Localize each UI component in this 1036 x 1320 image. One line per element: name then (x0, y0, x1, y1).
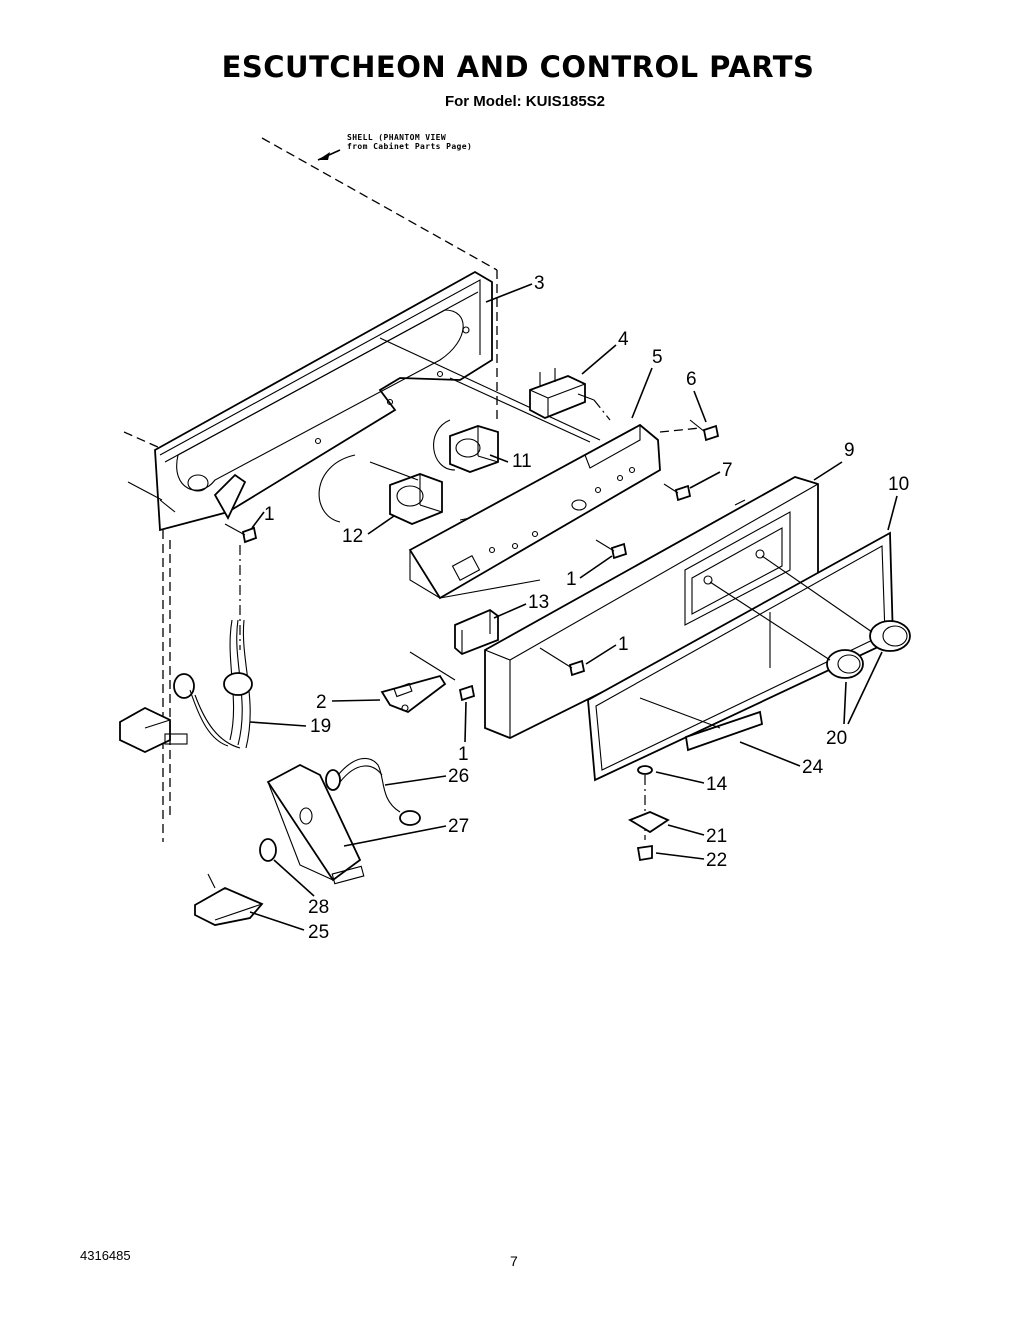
callout-24: 24 (802, 757, 824, 778)
callout-11: 11 (512, 451, 532, 472)
callout-22: 22 (706, 850, 727, 871)
callout-3: 3 (534, 273, 545, 294)
shell-note-line-1: SHELL (PHANTOM VIEW (347, 133, 447, 142)
callout-1-back-panel: 1 (264, 504, 275, 525)
callout-12: 12 (342, 526, 363, 547)
callout-13: 13 (528, 592, 549, 613)
shell-phantom-outline (123, 137, 498, 842)
part-20-knobs (709, 555, 911, 679)
part-11-timer (433, 419, 499, 473)
part-4-switch (529, 368, 611, 421)
part-19-wire-harness (119, 545, 253, 753)
page-number: 7 (510, 1253, 518, 1269)
part-26-lamp-cord (325, 757, 421, 826)
part-5-control-bracket (408, 423, 661, 600)
callout-27: 27 (448, 816, 469, 837)
callout-9: 9 (844, 440, 855, 461)
callout-1-escutcheon: 1 (618, 634, 629, 655)
model-subtitle: For Model: KUIS185S2 (444, 93, 606, 110)
callout-19: 19 (310, 716, 331, 737)
document-number: 4316485 (80, 1248, 131, 1263)
callout-26: 26 (448, 766, 469, 787)
callout-10: 10 (888, 474, 909, 495)
callout-2: 2 (316, 692, 327, 713)
part-3-back-panel (127, 270, 601, 532)
callout-1-bracket: 1 (566, 569, 577, 590)
callout-20: 20 (826, 728, 847, 749)
callout-1-latch: 1 (458, 744, 469, 765)
shell-phantom-note: SHELL (PHANTOM VIEW from Cabinet Parts P… (347, 133, 472, 151)
callout-5: 5 (652, 347, 663, 368)
part-14-21-22-hardware (627, 765, 670, 862)
part-9-escutcheon (484, 476, 819, 739)
part-7-screw (663, 483, 692, 502)
part-28-bulb (259, 838, 277, 862)
callout-25: 25 (308, 922, 329, 943)
part-12-motor (318, 454, 443, 525)
callout-14: 14 (706, 774, 728, 795)
part-2-latch (380, 651, 456, 714)
callout-6: 6 (686, 369, 697, 390)
page-title: ESCUTCHEON AND CONTROL PARTS (221, 50, 815, 84)
callout-21: 21 (706, 826, 727, 847)
shell-note-line-2: from Cabinet Parts Page) (347, 142, 473, 151)
callout-4: 4 (618, 329, 629, 350)
callout-28: 28 (308, 897, 329, 918)
part-1-screws (224, 523, 628, 702)
part-6-screw (659, 419, 720, 442)
part-27-lamp-bracket (266, 763, 365, 885)
part-13-clip (454, 608, 499, 656)
part-25-lamp-cover (194, 873, 264, 926)
callout-7: 7 (722, 460, 733, 481)
part-24-trim-strip (639, 697, 764, 752)
